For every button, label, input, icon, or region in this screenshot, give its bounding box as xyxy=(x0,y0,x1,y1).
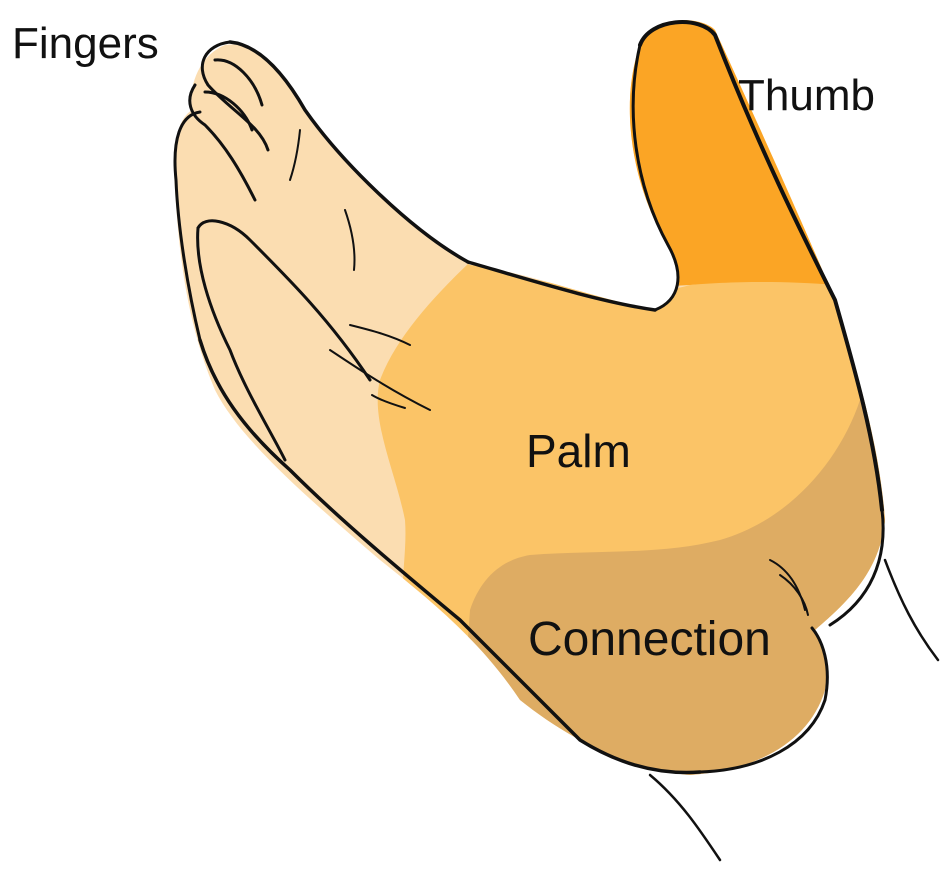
connection-label: Connection xyxy=(528,616,771,664)
thumb-label: Thumb xyxy=(738,74,875,118)
palm-label: Palm xyxy=(526,428,631,474)
fingers-label: Fingers xyxy=(12,22,159,66)
thumb-region xyxy=(600,0,900,305)
